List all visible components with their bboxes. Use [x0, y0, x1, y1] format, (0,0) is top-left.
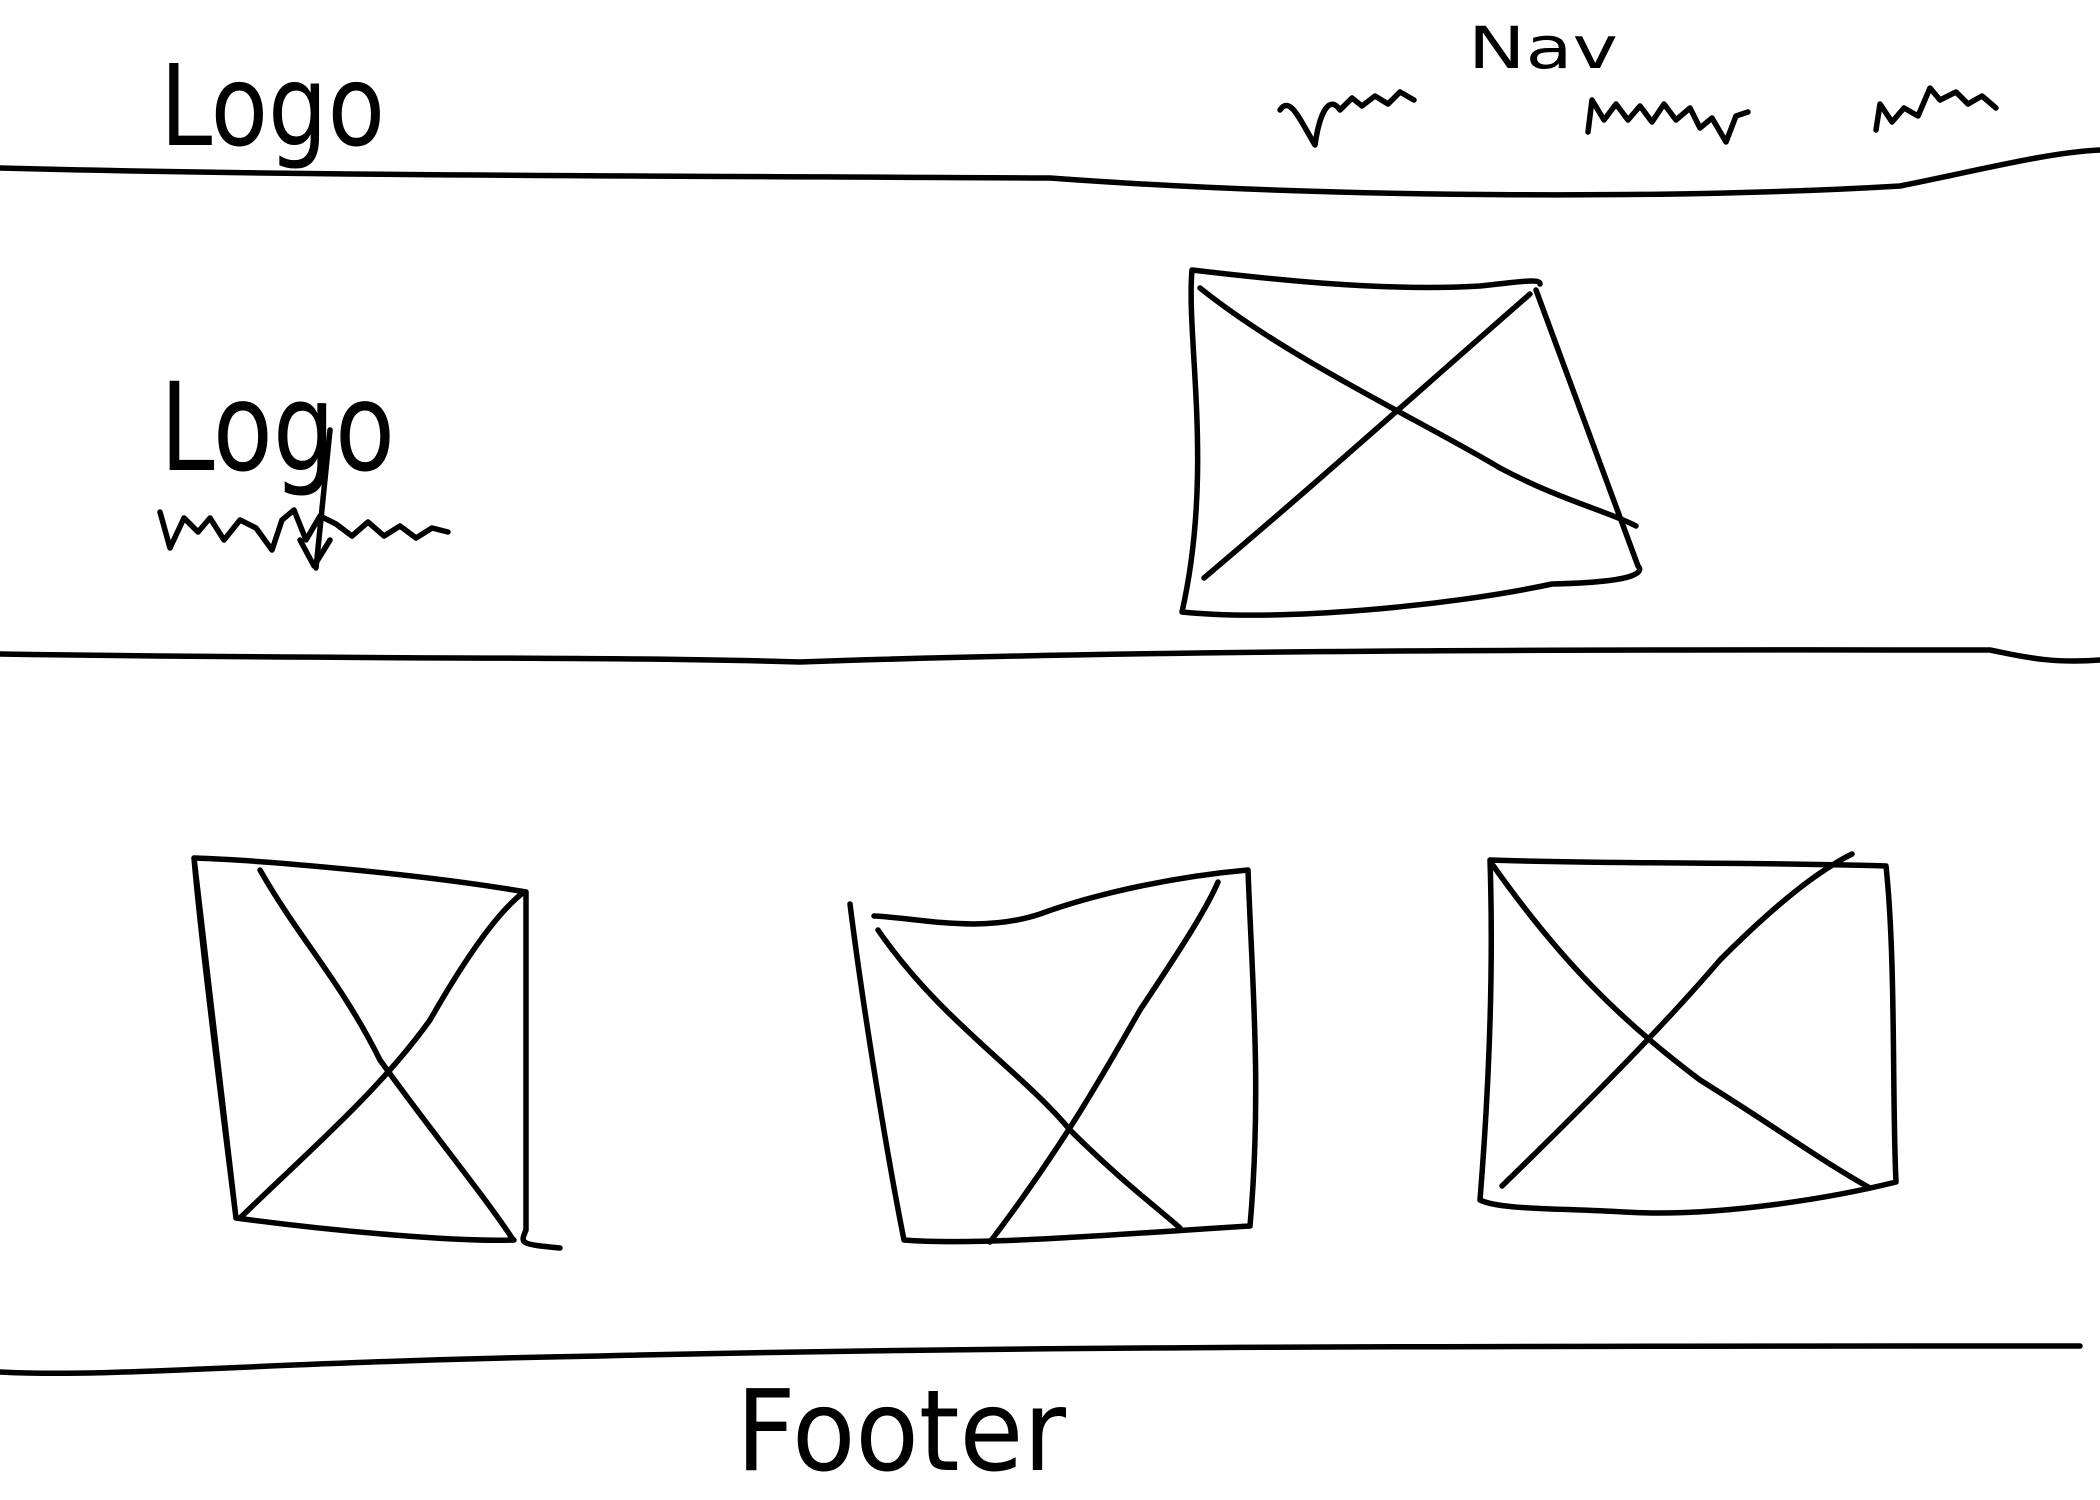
header-logo[interactable]: Logo: [160, 42, 385, 172]
hero-text-cursor: [297, 427, 333, 571]
card-image-3: [1477, 851, 1899, 1216]
header: Logo Nav: [0, 14, 2100, 198]
nav-item-3[interactable]: [1873, 85, 1999, 133]
hero-image-diagonal-1: [1197, 285, 1639, 529]
footer: Footer: [736, 1367, 1067, 1497]
hero-image-frame: [1179, 267, 1643, 618]
card-3-diagonal-2: [1499, 851, 1855, 1189]
card-2-frame: [847, 867, 1259, 1245]
hero-divider: [0, 647, 2100, 665]
card-2-diagonal-2: [987, 879, 1221, 1245]
card-1-diagonal-1: [257, 867, 515, 1241]
hero-image-diagonal-2: [1201, 291, 1533, 581]
hero-text-squiggle: [157, 507, 451, 553]
nav-item-2[interactable]: [1585, 97, 1751, 145]
cards-section: [0, 851, 2083, 1377]
footer-label: Footer: [736, 1367, 1067, 1497]
card-image-2: [847, 867, 1259, 1245]
hero-logo: Logo: [160, 357, 395, 499]
card-1-diagonal-2: [237, 889, 527, 1221]
card-2-diagonal-1: [875, 927, 1183, 1231]
card-3-frame: [1477, 857, 1899, 1216]
footer-divider: [0, 1343, 2083, 1377]
hero-image-placeholder: [1179, 267, 1643, 618]
header-divider: [0, 147, 2100, 198]
nav-item-1[interactable]: [1277, 89, 1417, 148]
hero-section: Logo: [0, 267, 2100, 665]
card-image-1: [191, 855, 563, 1251]
nav-label: Nav: [1468, 14, 1618, 82]
card-3-diagonal-1: [1489, 861, 1873, 1191]
card-1-frame: [191, 855, 563, 1251]
